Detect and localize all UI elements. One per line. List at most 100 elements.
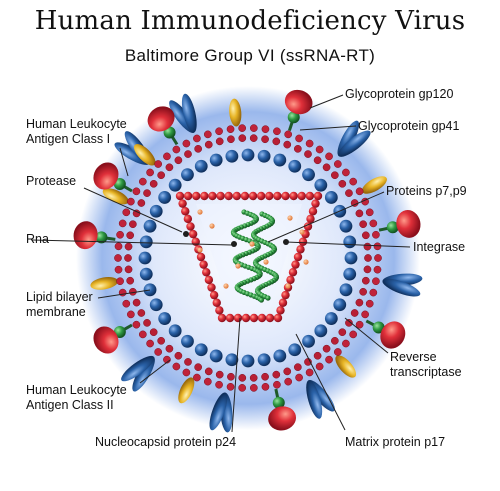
membrane-bead xyxy=(116,277,124,286)
capsid-bead xyxy=(289,191,298,201)
matrix-protein-bead xyxy=(143,219,157,233)
small-protein-dot xyxy=(263,259,269,265)
membrane-bead xyxy=(261,372,269,381)
hla-spike xyxy=(209,392,233,433)
membrane-bead xyxy=(359,220,367,229)
membrane-bead xyxy=(132,298,141,307)
membrane-bead xyxy=(165,163,174,172)
matrix-protein-bead xyxy=(209,349,223,363)
membrane-bead xyxy=(369,288,378,297)
glycoprotein-spike xyxy=(73,221,116,250)
small-protein-dot xyxy=(303,259,309,265)
capsid-bead xyxy=(200,191,209,201)
capsid-bead xyxy=(305,191,315,201)
membrane-bead xyxy=(238,134,247,142)
glycoprotein-spike xyxy=(147,106,179,146)
label-rna: Rna xyxy=(26,232,49,246)
membrane-bead xyxy=(143,189,151,197)
membrane-bead xyxy=(364,254,372,262)
leader-p17 xyxy=(295,333,346,431)
membrane-bead xyxy=(184,358,192,366)
matrix-protein-bead xyxy=(314,178,328,192)
gp120-head xyxy=(284,89,313,115)
membrane-bead xyxy=(249,124,258,132)
matrix-protein-bead xyxy=(257,353,271,367)
membrane-bead xyxy=(146,339,154,348)
glycoprotein-spike xyxy=(378,209,421,238)
membrane-bead xyxy=(363,265,372,274)
membrane-bead xyxy=(338,328,347,337)
hla-spike xyxy=(382,273,423,297)
membrane-bead xyxy=(129,220,137,229)
membrane-bead xyxy=(137,199,146,207)
membrane-bead xyxy=(132,320,141,329)
membrane-bead xyxy=(261,125,270,134)
capsid-bead xyxy=(265,191,274,201)
leader-hla1 xyxy=(119,147,129,177)
gp120-head xyxy=(380,321,406,349)
label-hla-class-2: Human Leukocyte Antigen Class II xyxy=(26,383,127,413)
matrix-protein-bead xyxy=(143,283,157,297)
capsid-bead xyxy=(256,191,266,201)
membrane-bead xyxy=(355,320,364,329)
small-protein-dot xyxy=(197,247,203,253)
membrane-bead xyxy=(322,344,331,353)
label-hla-class-1-line2: Antigen Class I xyxy=(26,132,111,146)
yellow-protein xyxy=(229,98,242,127)
capsid-bead xyxy=(196,252,206,262)
capsid-bead xyxy=(241,313,251,323)
leader-p24 xyxy=(231,317,241,433)
membrane-bead xyxy=(182,368,191,377)
membrane-bead xyxy=(345,319,353,327)
membrane-bead xyxy=(365,208,374,217)
membrane-bead xyxy=(172,362,181,371)
glycoprotein-spike xyxy=(93,162,133,193)
membrane-bead xyxy=(325,355,333,364)
membrane-bead xyxy=(369,219,378,228)
hla-spike xyxy=(337,120,371,157)
capsid-bead xyxy=(207,283,216,292)
membrane-bead xyxy=(127,310,135,319)
small-protein-dot xyxy=(285,283,291,289)
label-gp120: Glycoprotein gp120 xyxy=(345,87,454,101)
membrane-bead xyxy=(349,330,358,339)
matrix-protein-bead xyxy=(139,235,153,249)
membrane-bead xyxy=(315,145,324,154)
small-protein-dot xyxy=(209,223,215,229)
yellow-spike xyxy=(229,98,242,127)
gp120-head xyxy=(147,106,175,132)
membrane-bead xyxy=(215,380,223,389)
label-rt-line1: Reverse xyxy=(390,350,437,364)
membrane-bead xyxy=(138,177,147,186)
membrane-bead xyxy=(238,374,247,382)
capsid-bead xyxy=(249,313,259,323)
glycoprotein-spike xyxy=(268,388,297,431)
membrane-bead xyxy=(342,339,350,348)
membrane-bead xyxy=(359,287,367,296)
matrix-protein-bead xyxy=(181,168,194,182)
matrix-protein-bead xyxy=(288,159,302,173)
membrane-bead xyxy=(330,171,339,180)
matrix-protein-bead xyxy=(138,251,152,265)
membrane-bead xyxy=(295,134,303,143)
membrane-bead xyxy=(118,219,127,228)
membrane-bead xyxy=(157,171,166,180)
yellow-spike xyxy=(102,188,129,205)
membrane-bead xyxy=(304,150,312,158)
leader-lipid xyxy=(97,289,151,299)
membrane-bead xyxy=(163,152,171,161)
glycoprotein-spike xyxy=(93,323,133,354)
matrix-protein-bead xyxy=(288,343,302,357)
membrane-bead xyxy=(283,140,292,149)
matrix-protein-bead xyxy=(344,251,358,265)
capsid-bead xyxy=(291,260,300,269)
capsid-bead xyxy=(175,191,185,201)
capsid-bead xyxy=(178,199,187,208)
capsid-bead xyxy=(232,191,242,201)
membrane-bead xyxy=(132,187,141,196)
membrane-bead xyxy=(273,127,281,136)
inner-proteins xyxy=(183,209,309,289)
matrix-protein-bead xyxy=(302,334,315,348)
rna-bead xyxy=(265,295,271,301)
membrane-bead xyxy=(365,299,374,308)
